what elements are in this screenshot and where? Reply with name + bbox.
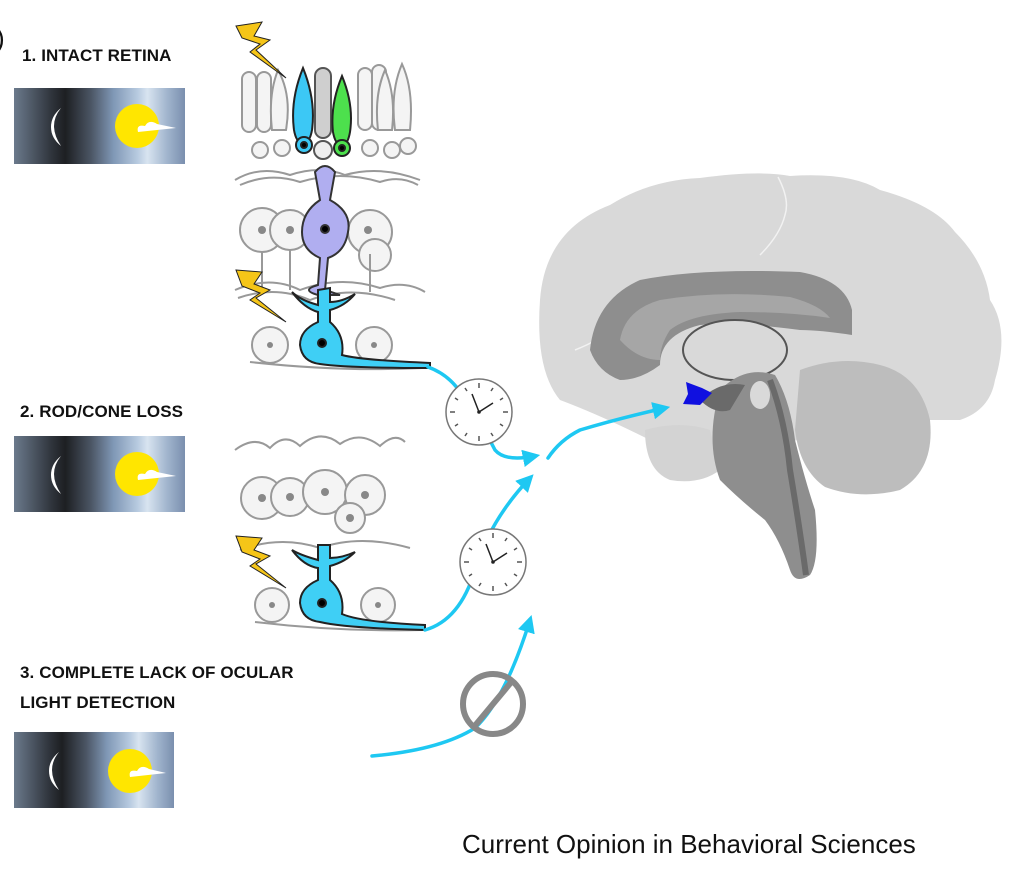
temporal-lobe: [645, 425, 720, 482]
photoreceptor-layer: [234, 61, 421, 186]
sun-icon: [115, 452, 159, 496]
lightning-bolt-icon: [235, 535, 287, 589]
thalamus: [682, 319, 788, 381]
scenario-3-label-line1: 3. COMPLETE LACK OF OCULAR: [20, 663, 294, 682]
panel-marker: ): [0, 24, 5, 53]
clock-icon: [459, 528, 527, 596]
journal-caption: Current Opinion in Behavioral Sciences: [462, 829, 916, 859]
sun-icon: [115, 104, 159, 148]
bipolar-cell: [300, 165, 350, 296]
day-night-panel-1: [14, 88, 185, 164]
lightning-bolt-icon: [235, 269, 287, 323]
cone-blue: [292, 65, 314, 154]
pathway-to-scn: [546, 402, 671, 460]
moon-icon: [49, 752, 59, 790]
iprgc-cell: [291, 544, 426, 632]
moon-sun-cloud-icon: [49, 749, 166, 793]
inner-nuclear-layer: [234, 207, 426, 302]
prohibited-icon: [460, 671, 526, 737]
clock-icon: [445, 378, 513, 446]
brainstem: [712, 372, 817, 579]
cloud-icon: [137, 469, 176, 480]
scn-nucleus: [683, 382, 712, 405]
sun-icon: [108, 749, 152, 793]
retina-rod-cone-loss: [234, 435, 426, 632]
brain-sagittal: [539, 173, 1002, 579]
day-night-panel-3: [14, 732, 174, 808]
lightning-bolt-icon: [235, 21, 287, 79]
cingulate: [620, 294, 830, 360]
moon-sun-cloud-icon: [51, 104, 176, 148]
day-night-panel-2: [14, 436, 185, 512]
cerebellum: [795, 361, 931, 495]
scenario-1-label: 1. INTACT RETINA: [22, 46, 172, 65]
moon-icon: [51, 456, 61, 494]
cone-green: [331, 73, 352, 157]
moon-icon: [51, 108, 61, 146]
cloud-icon: [129, 766, 166, 777]
cloud-icon: [137, 121, 176, 132]
cone-gray: [313, 67, 333, 160]
moon-sun-cloud-icon: [51, 452, 176, 496]
scenario-3-label-line2: LIGHT DETECTION: [20, 693, 176, 712]
scenario-2-label: 2. ROD/CONE LOSS: [20, 402, 184, 421]
retina-intact: [234, 61, 431, 371]
iprgc-cell: [291, 286, 431, 370]
